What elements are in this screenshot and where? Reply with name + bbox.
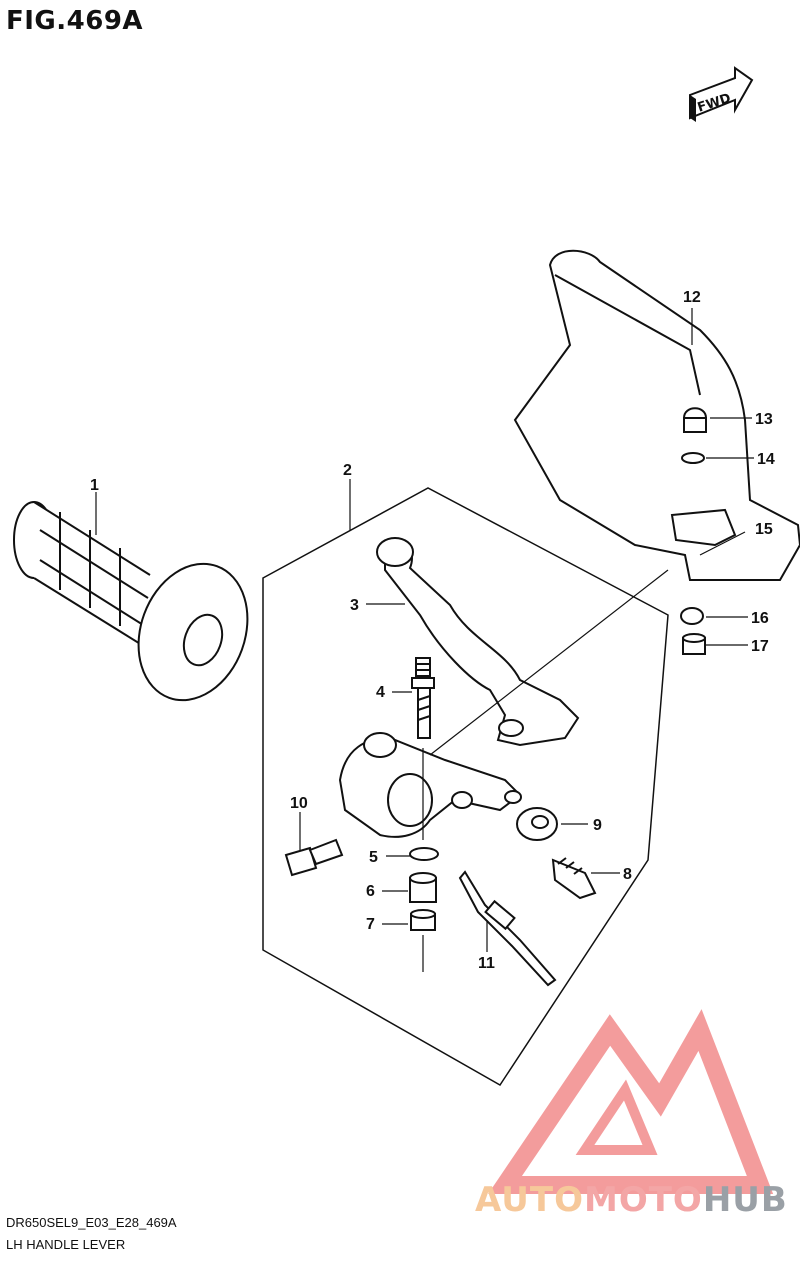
washer-icon bbox=[409, 847, 439, 861]
callout-16: 16 bbox=[751, 610, 769, 627]
callout-7: 7 bbox=[366, 916, 375, 933]
callout-6: 6 bbox=[366, 883, 375, 900]
callout-5: 5 bbox=[369, 849, 378, 866]
cap-nut-icon bbox=[682, 407, 708, 433]
leader-lines bbox=[95, 308, 754, 972]
callout-10: 10 bbox=[290, 795, 308, 812]
figure-code: DR650SEL9_E03_E28_469A bbox=[6, 1215, 177, 1230]
figure-title: FIG.469A bbox=[6, 6, 144, 36]
callout-labels: 1 2 3 4 5 6 7 8 9 10 11 12 13 14 15 16 1… bbox=[90, 289, 775, 972]
callout-2: 2 bbox=[343, 462, 352, 479]
collar-icon bbox=[680, 607, 704, 625]
adjuster-icon bbox=[551, 857, 597, 900]
switch-cable-icon bbox=[458, 870, 557, 987]
lock-nut-icon bbox=[516, 807, 558, 841]
lever-perch-icon bbox=[338, 732, 522, 838]
pivot-bolt-icon bbox=[411, 657, 435, 739]
bracket-icon bbox=[670, 508, 737, 547]
callout-13: 13 bbox=[755, 411, 773, 428]
handguard-icon bbox=[513, 249, 800, 581]
callout-14: 14 bbox=[757, 451, 775, 468]
watermark-logo-icon bbox=[488, 1009, 774, 1194]
callout-4: 4 bbox=[376, 684, 385, 701]
nut-icon bbox=[410, 909, 436, 931]
nut-icon bbox=[682, 633, 706, 655]
callout-9: 9 bbox=[593, 817, 602, 834]
watermark-part-auto: AUTO bbox=[475, 1180, 584, 1220]
clamp-bolt-icon bbox=[284, 838, 344, 877]
watermark-part-moto: MOTO bbox=[583, 1180, 703, 1220]
callout-12: 12 bbox=[683, 289, 701, 306]
callout-1: 1 bbox=[90, 477, 99, 494]
watermark-part-hub: HUB bbox=[702, 1180, 788, 1220]
watermark-text: AUTOMOTOHUB bbox=[475, 1180, 788, 1220]
spacer-icon bbox=[409, 872, 437, 903]
callout-11: 11 bbox=[478, 955, 495, 972]
grip-icon bbox=[13, 501, 249, 702]
callout-17: 17 bbox=[751, 638, 769, 655]
figure-name: LH HANDLE LEVER bbox=[6, 1237, 126, 1252]
fwd-arrow-icon: FWD bbox=[689, 66, 754, 122]
callout-8: 8 bbox=[623, 866, 632, 883]
washer-icon bbox=[681, 452, 705, 464]
clutch-lever-icon bbox=[376, 537, 580, 747]
callout-3: 3 bbox=[350, 597, 359, 614]
lever-assembly-frame bbox=[262, 487, 669, 1086]
callout-15: 15 bbox=[755, 521, 773, 538]
